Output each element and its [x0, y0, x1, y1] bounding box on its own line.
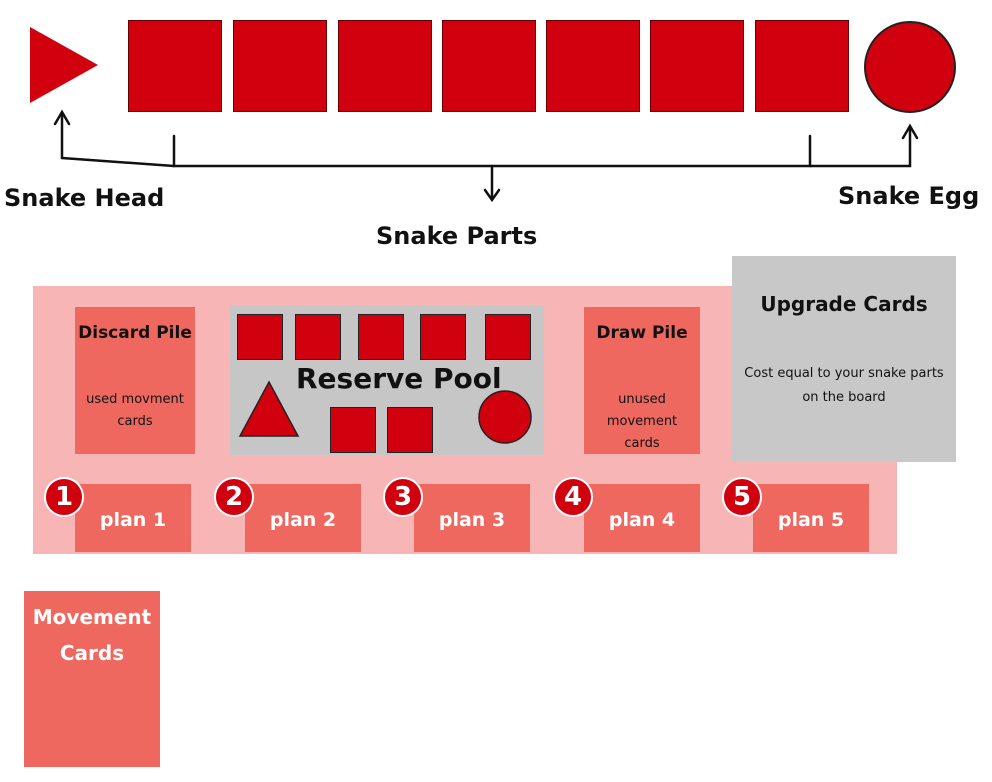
draw-pile-desc: unused movement cards [606, 392, 678, 451]
reserve-part [420, 314, 466, 360]
plan-number-badge: 4 [553, 477, 593, 517]
draw-pile-title: Draw Pile [596, 323, 688, 343]
discard-pile[interactable]: Discard Pile used movment cards [75, 307, 195, 454]
movement-cards[interactable]: Movement Cards [24, 591, 160, 767]
snake-egg-circle [864, 21, 956, 113]
reserve-pool-title: Reserve Pool [296, 362, 502, 395]
upgrade-cards[interactable]: Upgrade Cards Cost equal to your snake p… [732, 256, 956, 462]
reserve-part [358, 314, 404, 360]
snake-part [128, 20, 222, 112]
snake-part [233, 20, 327, 112]
upgrade-cards-desc: Cost equal to your snake parts on the bo… [744, 366, 944, 405]
snake-part [338, 20, 432, 112]
plan-slot-4[interactable]: plan 4 [584, 484, 700, 552]
egg-arrow-tip [901, 123, 919, 140]
plan-slot-2[interactable]: plan 2 [245, 484, 361, 552]
reserve-part [237, 314, 283, 360]
snake-egg-label: Snake Egg [838, 182, 980, 210]
snake-head-label: Snake Head [4, 184, 165, 212]
reserve-part [485, 314, 531, 360]
snake-connector-lines [53, 109, 919, 203]
plan-slot-3[interactable]: plan 3 [414, 484, 530, 552]
plan-number-badge: 2 [214, 477, 254, 517]
reserve-head-triangle [238, 380, 300, 437]
plan-slot-1[interactable]: plan 1 [75, 484, 191, 552]
plan-number-badge: 3 [383, 477, 423, 517]
movement-cards-line2: Cards [59, 641, 125, 665]
head-arrow-tip [53, 109, 71, 126]
reserve-part [295, 314, 341, 360]
plan-number-badge: 5 [722, 477, 762, 517]
reserve-egg-circle [478, 390, 532, 444]
snake-part [546, 20, 640, 112]
reserve-part [387, 407, 433, 453]
upgrade-cards-title: Upgrade Cards [760, 292, 928, 316]
plan-slot-5[interactable]: plan 5 [753, 484, 869, 552]
discard-pile-title: Discard Pile [78, 323, 192, 343]
snake-part [442, 20, 536, 112]
movement-cards-line1: Movement [32, 605, 152, 629]
plan-number-badge: 1 [44, 477, 84, 517]
snake-part [755, 20, 849, 112]
discard-pile-desc: used movment cards [86, 392, 184, 429]
parts-arrow-tip [483, 188, 501, 203]
draw-pile[interactable]: Draw Pile unused movement cards [584, 307, 700, 454]
snake-head-triangle [30, 27, 98, 103]
reserve-part [330, 407, 376, 453]
snake-part [650, 20, 744, 112]
snake-parts-label: Snake Parts [376, 222, 538, 250]
